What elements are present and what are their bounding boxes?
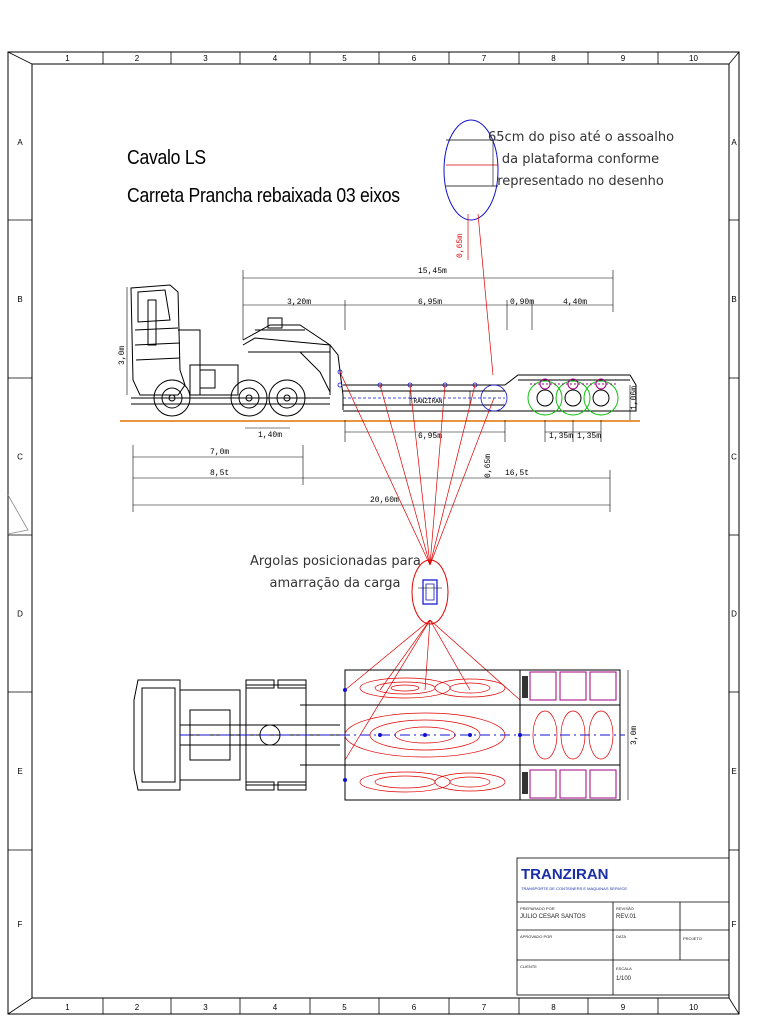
grid-row-label-right: D: [731, 610, 737, 619]
grid-row-label-left: C: [17, 453, 23, 462]
grid-row-label-left: F: [18, 920, 23, 929]
prepared-by-label: PREPARADO POR: [520, 906, 555, 911]
grid-col-label-top: 4: [273, 54, 278, 63]
client-label: CLIENTE: [520, 964, 537, 969]
outer-frame: [7, 51, 740, 1015]
revision: REV.01: [616, 914, 637, 920]
dim-total-top: 15,45m: [418, 267, 447, 276]
dim-deck-length: 6,95m: [418, 432, 442, 441]
grid-col-label-top: 2: [135, 54, 140, 63]
grid-col-label-top: 7: [482, 54, 487, 63]
detail-bubble: [443, 119, 499, 376]
grid-col-label-bottom: 6: [412, 1003, 417, 1012]
grid-col-label-bottom: 7: [482, 1003, 487, 1012]
trailer-logo: TRANZIRAN: [410, 398, 443, 405]
rings-note: Argolas posicionadas para amarração da c…: [250, 551, 421, 595]
grid-col-label-bottom: 5: [342, 1003, 347, 1012]
grid-ticks: [8, 52, 739, 1014]
grid-col-label-bottom: 3: [203, 1003, 208, 1012]
dim-seg-1: 3,20m: [287, 298, 311, 307]
dim-overall-length: 20,60m: [370, 496, 399, 505]
floor-note-line2: da plataforma conforme: [501, 152, 660, 167]
rings-note-line1: Argolas posicionadas para: [250, 554, 421, 569]
ring-points-top: [343, 688, 522, 782]
side-view: TRANZIRAN: [118, 119, 640, 512]
floor-note-line1: 65cm do piso até o assoalho: [488, 130, 675, 145]
revision-label: REVISÃO: [616, 906, 634, 911]
grid-col-label-top: 6: [412, 54, 417, 63]
dimension-labels: 15,45m 3,20m 6,95m 0,90m 4,40m 3,0m 1,40…: [118, 267, 639, 505]
grid-col-label-bottom: 4: [273, 1003, 278, 1012]
dim-seg-2: 6,95m: [418, 298, 442, 307]
drawing-title: Cavalo LS: [127, 147, 206, 169]
grid-col-label-top: 9: [621, 54, 626, 63]
grid-col-label-top: 5: [342, 54, 347, 63]
grid-col-label-top: 1: [65, 54, 70, 63]
grid-row-label-right: C: [731, 453, 737, 462]
date-label: DATA: [616, 934, 627, 939]
ring-bubble: [411, 559, 449, 625]
drawing-subtitle: Carreta Prancha rebaixada 03 eixos: [127, 185, 400, 207]
dim-seg-3: 0,90m: [510, 298, 534, 307]
company-name: TRANZIRAN: [521, 866, 609, 883]
dim-deck-height: 0,65m: [484, 454, 493, 478]
company-subtitle: TRANSPORTE DE CONTEINERS E MAQUINAS SERV…: [521, 886, 628, 891]
floor-note-line3: representado no desenho: [497, 174, 664, 189]
grid-col-label-bottom: 2: [135, 1003, 140, 1012]
grid-row-label-right: E: [731, 767, 736, 776]
grid-row-label-right: A: [731, 138, 737, 147]
grid-row-label-left: D: [17, 610, 23, 619]
dim-axle-1: 1,35m: [549, 432, 573, 441]
inner-frame: [31, 63, 730, 999]
ring-rays: [339, 371, 521, 761]
grid-col-label-top: 3: [203, 54, 208, 63]
top-view: 3,0m: [133, 669, 639, 801]
grid-col-label-top: 10: [689, 54, 698, 63]
grid-row-label-right: B: [731, 295, 736, 304]
trailer-side-blue: [337, 369, 508, 412]
dimension-lines: [126, 270, 631, 512]
rings-note-line2: amarração da carga: [269, 576, 401, 591]
dim-cab-height: 3,0m: [118, 346, 127, 365]
project-label: PROJETO: [683, 936, 702, 941]
approved-by-label: APROVADO POR: [520, 934, 553, 939]
grid-col-label-bottom: 8: [551, 1003, 556, 1012]
floor-note: 65cm do piso até o assoalho da plataform…: [488, 127, 675, 193]
dim-trailer-weight: 16,5t: [505, 469, 529, 478]
dim-tandem: 1,40m: [258, 431, 282, 440]
dim-cab-length: 7,0m: [210, 448, 229, 457]
title-block: [516, 857, 730, 996]
dim-rear-height: 1,06m: [630, 386, 639, 410]
truck-wheels: [153, 379, 306, 417]
grid-row-label-left: B: [17, 295, 22, 304]
dim-width: 3,0m: [630, 726, 639, 745]
scale: 1/100: [616, 976, 632, 982]
grid-col-label-top: 8: [551, 54, 556, 63]
dim-seg-4: 4,40m: [563, 298, 587, 307]
trailer-wheels: [527, 378, 619, 416]
scale-label: ESCALA: [616, 966, 632, 971]
grid-col-label-bottom: 10: [689, 1003, 698, 1012]
grid-row-label-left: E: [17, 767, 22, 776]
grid-row-label-left: A: [17, 138, 23, 147]
detail-height: 0,65m: [456, 234, 465, 258]
grid-col-label-bottom: 9: [621, 1003, 626, 1012]
prepared-by: JULIO CESAR SANTOS: [520, 914, 586, 920]
grid-row-label-right: F: [732, 920, 737, 929]
wood-pattern: [344, 677, 614, 793]
grid-col-label-bottom: 1: [65, 1003, 70, 1012]
dim-axle-2: 1,35m: [577, 432, 601, 441]
trailer-wheels-top: [522, 671, 617, 799]
dim-cab-weight: 8,5t: [210, 469, 229, 478]
